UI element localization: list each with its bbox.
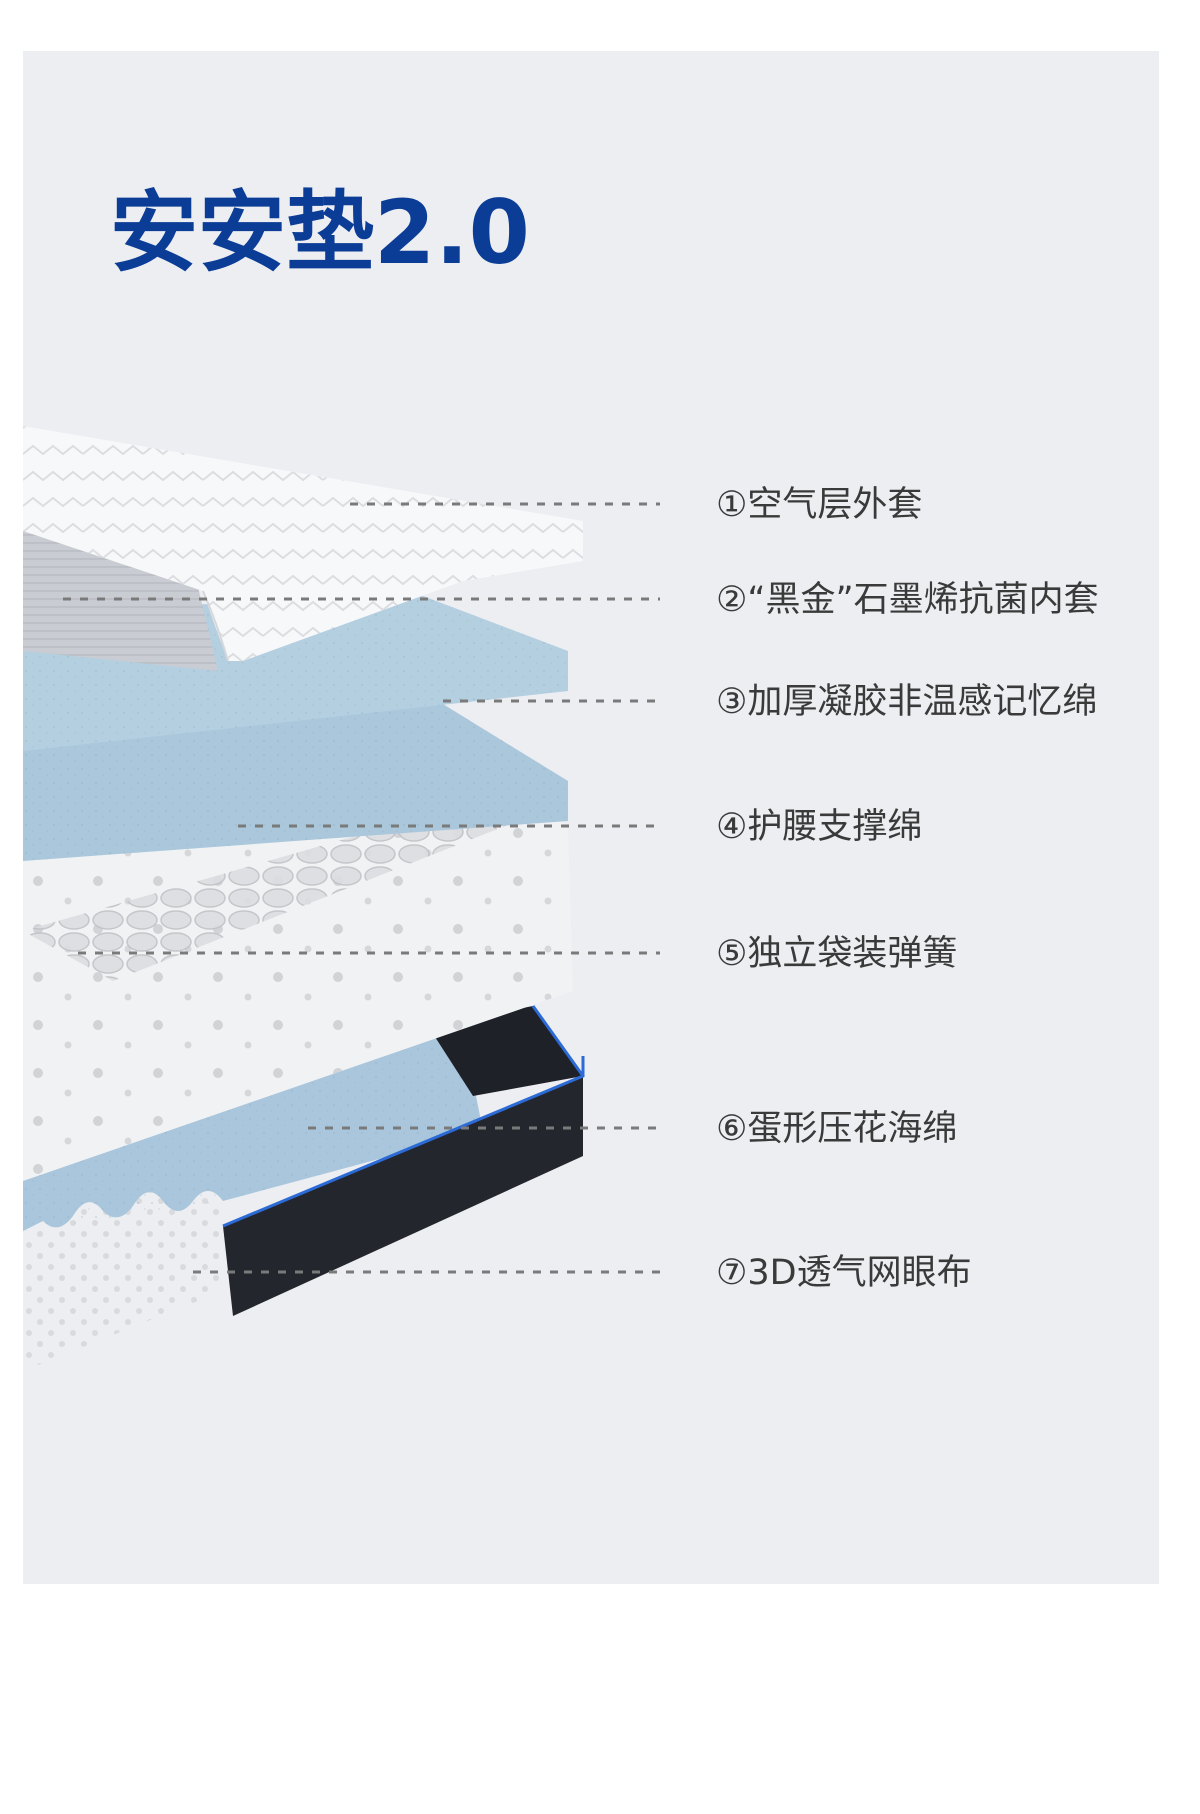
layer-air-cover — [23, 426, 583, 662]
layer-label-2: ②“黑金”石墨烯抗菌内套 — [716, 580, 1099, 620]
layer-label-7: ⑦3D透气网眼布 — [716, 1253, 972, 1293]
layer-label-6: ⑥蛋形压花海绵 — [716, 1109, 958, 1149]
mattress-layers-illustration — [23, 426, 660, 1371]
product-title: 安安垫2.0 — [110, 181, 530, 284]
layer-spring-foam — [23, 791, 573, 1181]
layer-label-5: ⑤独立袋装弹簧 — [716, 934, 958, 974]
layer-label-4: ④护腰支撑绵 — [716, 807, 923, 847]
layer-black-frame — [222, 1005, 585, 1316]
layer-label-1: ①空气层外套 — [716, 485, 923, 525]
layer-lumbar-foam — [23, 701, 568, 861]
layer-label-3: ③加厚凝胶非温感记忆绵 — [716, 682, 1098, 722]
leader-lines — [63, 502, 660, 1274]
product-panel: 安安垫2.0 — [23, 51, 1159, 1584]
